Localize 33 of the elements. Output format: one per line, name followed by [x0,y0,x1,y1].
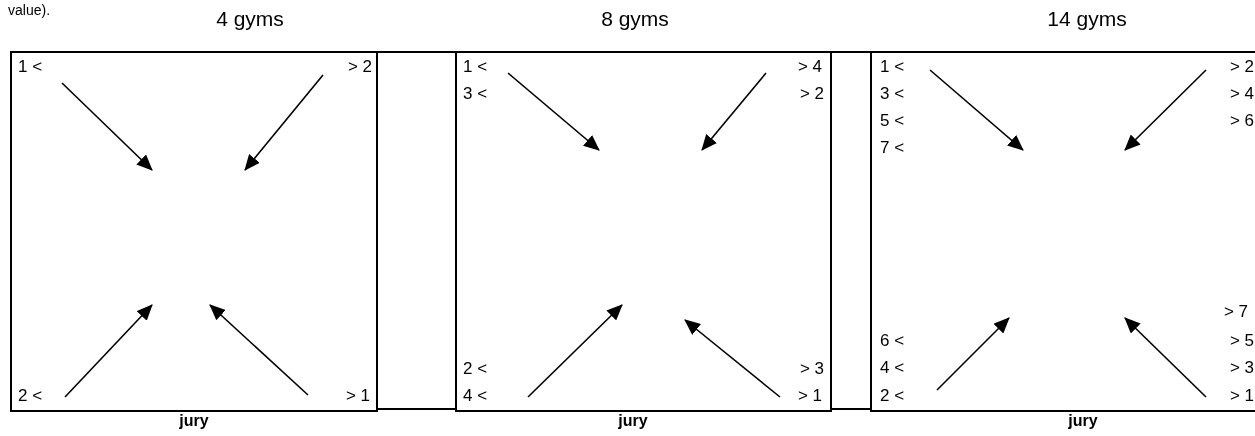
gym-number: 2 < [463,359,488,379]
gym-number: > 1 [1229,386,1254,406]
gym-number: 2 < [880,386,905,406]
gym-number: 5 < [880,111,905,131]
panel-title: 14 gyms [1047,7,1127,31]
gym-number: > 2 [799,84,824,104]
gym-number: 1 < [18,57,43,77]
gym-number: 1 < [463,57,488,77]
gym-number: > 3 [799,359,824,379]
gym-number: 1 < [880,57,905,77]
gym-number: > 5 [1229,331,1254,351]
panel-title: 8 gyms [601,7,669,31]
gym-number: 2 < [18,386,43,406]
gym-number: > 1 [345,386,370,406]
gym-number: > 4 [1229,84,1254,104]
gym-number: 4 < [463,386,488,406]
gym-number: 3 < [880,84,905,104]
gym-number: > 2 [347,57,372,77]
gym-number: 4 < [880,358,905,378]
side-label: jury [179,412,209,430]
side-label: jury [1068,412,1098,430]
note-text: value). [8,1,51,20]
gym-number: > 6 [1229,111,1254,131]
gym-number: 7 < [880,138,905,158]
gym-number: > 1 [797,386,822,406]
gym-number: 3 < [463,84,488,104]
gym-number: > 2 [1229,57,1254,77]
gym-number: > 4 [797,57,822,77]
panel-title: 4 gyms [216,7,284,31]
gym-number: > 3 [1229,358,1254,378]
gym-number: 6 < [880,331,905,351]
side-label: jury [618,412,648,430]
gym-number: > 7 [1223,302,1248,322]
